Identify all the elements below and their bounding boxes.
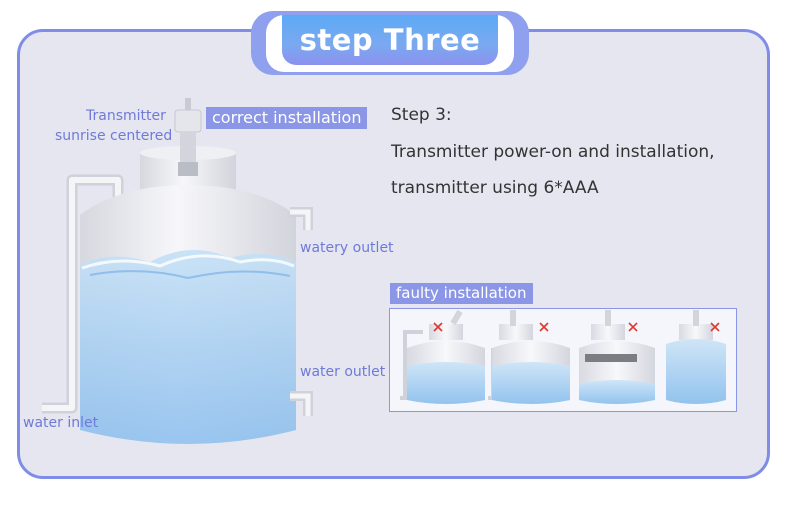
faulty-example-overfilled: [666, 310, 726, 404]
water-inlet-label: water inlet: [23, 415, 99, 431]
watery-outlet-label: watery outlet: [300, 240, 394, 256]
faulty-example-obstacle: [579, 310, 655, 404]
step-line-2: transmitter using 6*AAA: [391, 178, 599, 198]
water-fill: [80, 249, 296, 444]
correct-installation-badge: correct installation: [206, 107, 368, 129]
page-title: step Three: [299, 23, 481, 57]
step-line-1: Transmitter power-on and installation,: [391, 142, 715, 162]
faulty-example-tilted: [400, 309, 485, 404]
faulty-installation-badge: faulty installation: [390, 283, 533, 304]
tank-illustration: [42, 98, 313, 444]
header-tab: [282, 15, 498, 65]
transmitter-device: [174, 98, 202, 176]
faulty-examples: [400, 309, 726, 404]
faulty-example-offset: [488, 310, 570, 404]
water-outlet-label: water outlet: [300, 364, 386, 380]
step-heading: Step 3:: [391, 105, 452, 125]
transmitter-label-sub: sunrise centered: [55, 128, 173, 144]
transmitter-label: Transmitter: [86, 108, 166, 124]
